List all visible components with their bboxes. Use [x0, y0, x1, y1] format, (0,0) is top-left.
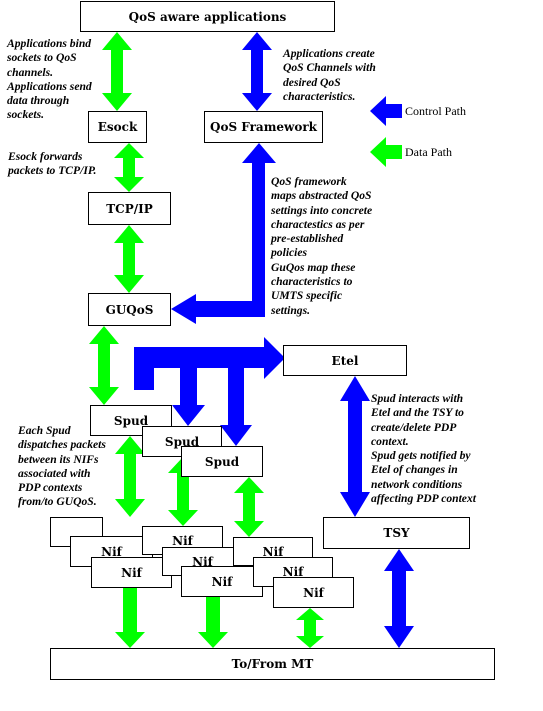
nif-box: Nif — [273, 577, 354, 608]
legend-control-path-label: Control Path — [405, 104, 467, 118]
legend-data-path-label: Data Path — [405, 145, 452, 159]
data-path-arrow — [115, 436, 145, 517]
spud-box: Spud — [181, 446, 263, 477]
data-path-arrow — [114, 225, 144, 293]
legend-control-path-arrow — [370, 96, 402, 126]
nif-box: Nif — [181, 566, 263, 597]
data-path-arrow — [89, 326, 119, 405]
control-path-arrow — [242, 32, 272, 111]
legend-data-path-arrow — [370, 137, 402, 167]
tcpip-box: TCP/IP — [88, 192, 171, 225]
control-path-arrow — [171, 143, 276, 324]
control-path-arrow — [340, 376, 370, 517]
control-path-arrow — [134, 337, 285, 446]
data-path-arrow — [115, 588, 145, 648]
to-from-mt-box: To/From MT — [50, 648, 495, 680]
guqos-box: GUQoS — [88, 293, 171, 326]
qos-aware-applications-box: QoS aware applications — [80, 1, 335, 32]
esock-box: Esock — [88, 111, 147, 143]
data-path-arrow — [234, 477, 264, 537]
data-path-arrow — [114, 143, 144, 192]
data-path-arrow — [198, 597, 228, 648]
tsy-box: TSY — [323, 517, 470, 549]
control-path-arrow — [384, 549, 414, 648]
data-path-arrow — [168, 457, 198, 526]
data-path-arrow — [102, 32, 132, 111]
qos-framework-box: QoS Framework — [204, 111, 323, 143]
nif-box: Nif — [91, 557, 172, 588]
data-path-arrow — [296, 608, 324, 648]
etel-box: Etel — [283, 345, 407, 376]
